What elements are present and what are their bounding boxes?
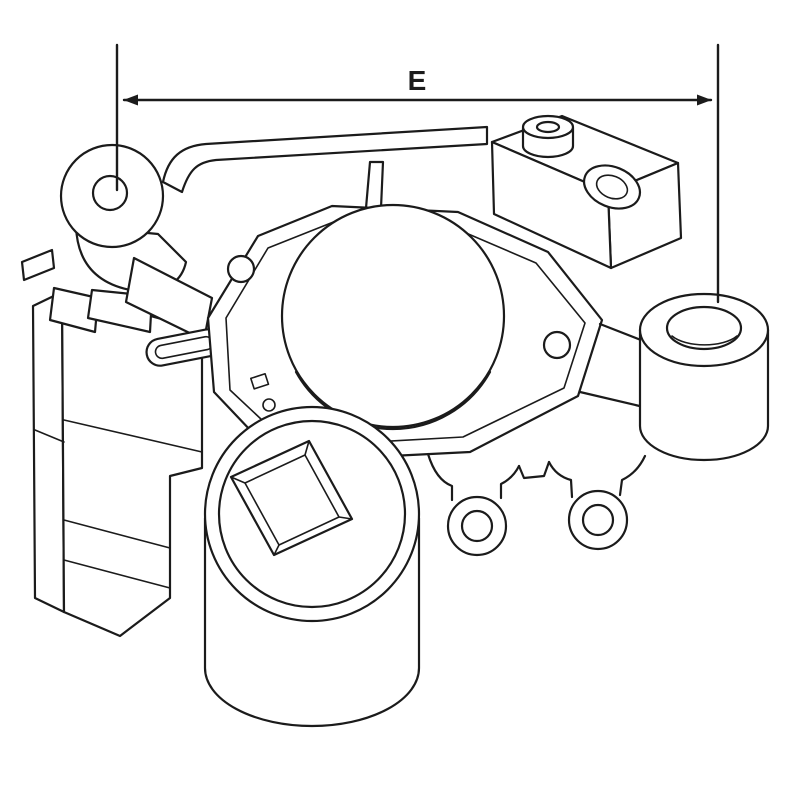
housing-step-line (34, 429, 65, 443)
terminal-hole-outer (582, 164, 642, 210)
dimension-label: E (408, 65, 427, 96)
plate-detail-clip (249, 372, 270, 390)
mounting-ears (426, 452, 647, 557)
housing-step-line (63, 519, 171, 549)
housing-tab (20, 248, 56, 282)
mounting-ear-left-hole (460, 509, 494, 543)
bushing-link-bottom (578, 390, 650, 410)
bushing-bore (665, 305, 743, 351)
ear-connector (618, 454, 647, 497)
terminal-block (490, 114, 683, 270)
left-mounting-boss (59, 143, 214, 342)
regulator-housing (20, 248, 204, 638)
dome-cover (280, 203, 506, 431)
bushing-body (638, 328, 770, 462)
housing-left-column (31, 290, 66, 614)
ear-connector (426, 452, 454, 502)
brush-holder-cylinder (203, 405, 421, 728)
dome-outer (280, 203, 506, 429)
cover-plate-inner-contour (225, 220, 586, 444)
mounting-ear-right-hole (581, 503, 615, 537)
dome-base-arc (294, 370, 492, 431)
ear-connector (547, 460, 574, 499)
ear-bridge (517, 460, 551, 480)
plate-rivet-right (542, 330, 572, 360)
terminal-hole-inner (595, 174, 629, 200)
plate-detail-dot (262, 398, 276, 412)
part-drawing (20, 114, 770, 728)
terminal-block-front (490, 140, 613, 270)
bushing-bore-depth (671, 335, 738, 346)
right-mounting-bushing (638, 292, 770, 462)
dimension-annotation: E (115, 43, 720, 304)
brush-window-depth-lines (230, 440, 353, 556)
ear-connector (499, 464, 521, 500)
bushing-link-top (598, 322, 648, 344)
plate-tab (364, 160, 385, 210)
boss-bore (91, 174, 129, 212)
plate-rivet-left (226, 254, 256, 284)
housing-step-line (63, 419, 203, 453)
top-frame-edge (161, 125, 489, 194)
housing-collar (48, 286, 100, 334)
housing-step-line (63, 559, 171, 589)
terminal-stud-bore (535, 120, 561, 134)
